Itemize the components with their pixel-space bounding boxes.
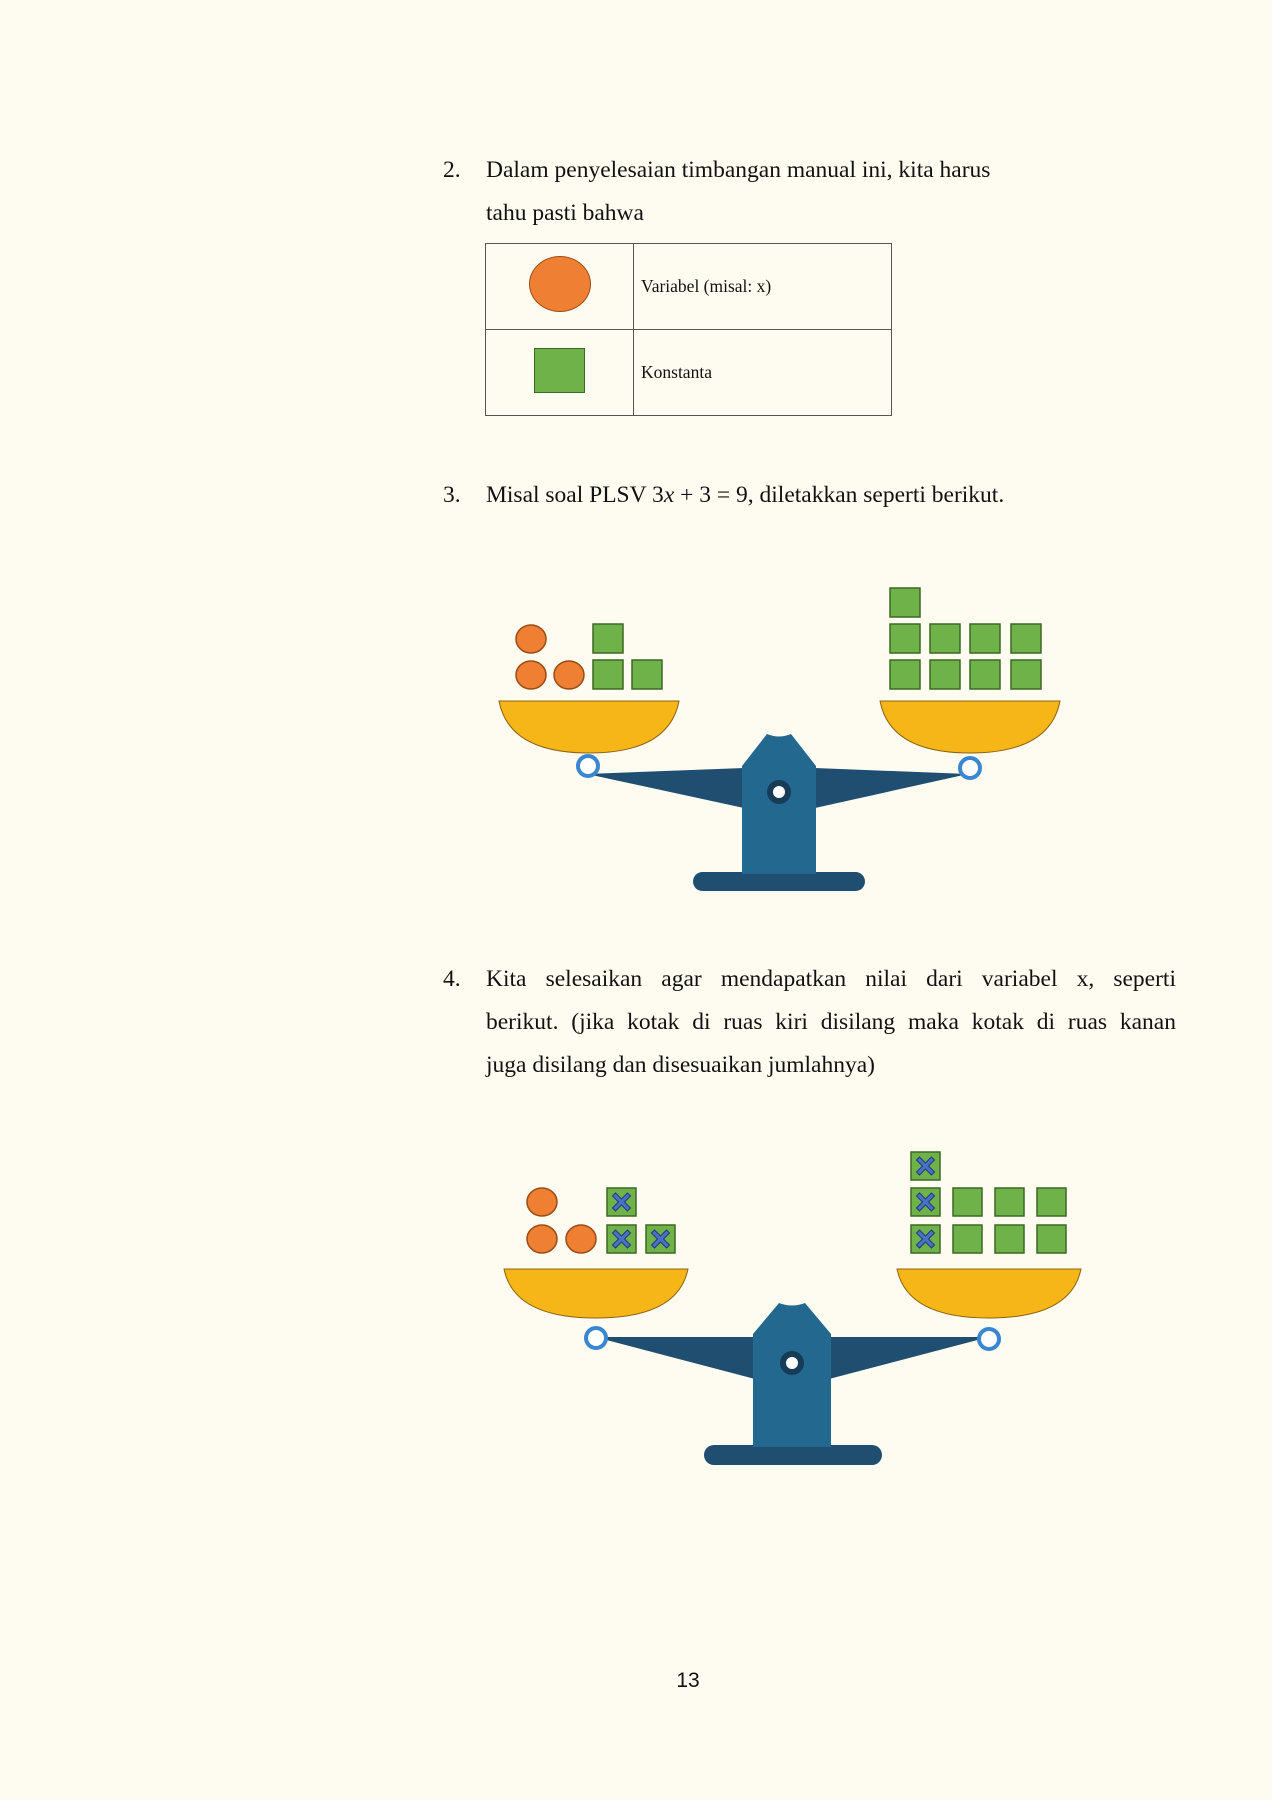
item-number: 4. (443, 966, 461, 992)
right-constants (910, 1151, 1067, 1254)
legend-row-constant: Konstanta (485, 329, 892, 416)
constant-square-icon (1036, 1224, 1067, 1254)
constant-square-icon (631, 659, 663, 690)
constant-square-icon (994, 1224, 1025, 1254)
constant-square-icon (1010, 623, 1042, 654)
constant-square-icon (889, 623, 921, 654)
constant-square-icon (1010, 659, 1042, 690)
left-pan (503, 1268, 689, 1350)
constant-square-icon (969, 623, 1001, 654)
crossed-constant-icon (910, 1151, 941, 1181)
right-pan (879, 700, 1061, 780)
constant-square-icon (592, 659, 624, 690)
constant-square-icon (929, 659, 961, 690)
right-pan (896, 1268, 1082, 1351)
crossed-constant-icon (645, 1224, 676, 1254)
item-text: Misal soal PLSV 3x + 3 = 9, diletakkan s… (486, 482, 1005, 508)
variable-circle-icon (515, 624, 547, 654)
scale-stand (742, 734, 816, 874)
left-pan (498, 700, 680, 778)
legend-table: Variabel (misal: x) Konstanta (485, 243, 892, 416)
variable-circle-icon (565, 1224, 597, 1254)
item-number: 3. (443, 482, 461, 508)
left-constants-crossed (606, 1187, 676, 1254)
constant-square-icon (534, 347, 585, 393)
crossed-constant-icon (910, 1187, 941, 1217)
variable-circle-icon (553, 660, 585, 690)
constant-square-icon (969, 659, 1001, 690)
item-line: Dalam penyelesaian timbangan manual ini,… (486, 157, 991, 183)
scale-stand (753, 1303, 831, 1447)
constant-square-icon (889, 659, 921, 690)
left-constants (592, 623, 663, 690)
item-line: Kita selesaikan agar mendapatkan nilai d… (486, 966, 1176, 992)
variable-circle-icon (528, 256, 591, 312)
constant-square-icon (1036, 1187, 1067, 1217)
legend-label: Konstanta (633, 329, 892, 416)
crossed-constant-icon (910, 1224, 941, 1254)
constant-square-icon (889, 587, 921, 618)
item-number: 2. (443, 157, 461, 183)
constant-square-icon (929, 623, 961, 654)
item-text: Kita selesaikan agar mendapatkan nilai d… (486, 958, 1176, 1087)
legend-row-variable: Variabel (misal: x) (485, 243, 892, 330)
variable-circle-icon (526, 1187, 558, 1217)
variable-circle-icon (526, 1224, 558, 1254)
page-number: 13 (676, 1669, 700, 1692)
scale-base (704, 1445, 882, 1465)
right-constants (889, 587, 1042, 690)
item-line: juga disilang dan disesuaikan jumlahnya) (486, 1052, 875, 1078)
item-line: tahu pasti bahwa (486, 200, 644, 226)
constant-square-icon (952, 1224, 983, 1254)
legend-label: Variabel (misal: x) (633, 243, 892, 330)
constant-square-icon (592, 623, 624, 654)
variable-x: x (663, 482, 675, 508)
crossed-constant-icon (606, 1187, 637, 1217)
balance-scale-figure-2 (503, 1151, 1082, 1465)
variable-circle-icon (515, 660, 547, 690)
crossed-constant-icon (606, 1224, 637, 1254)
item-line: berikut. (jika kotak di ruas kiri disila… (486, 1009, 1176, 1035)
scale-beam (595, 1337, 989, 1379)
scale-beam (587, 768, 968, 808)
balance-scale-figure-1 (498, 587, 1061, 891)
left-variables (526, 1187, 597, 1254)
constant-square-icon (994, 1187, 1025, 1217)
scale-base (693, 872, 865, 891)
item-text: Dalam penyelesaian timbangan manual ini,… (486, 149, 1176, 235)
constant-square-icon (952, 1187, 983, 1217)
left-variables (515, 624, 585, 690)
